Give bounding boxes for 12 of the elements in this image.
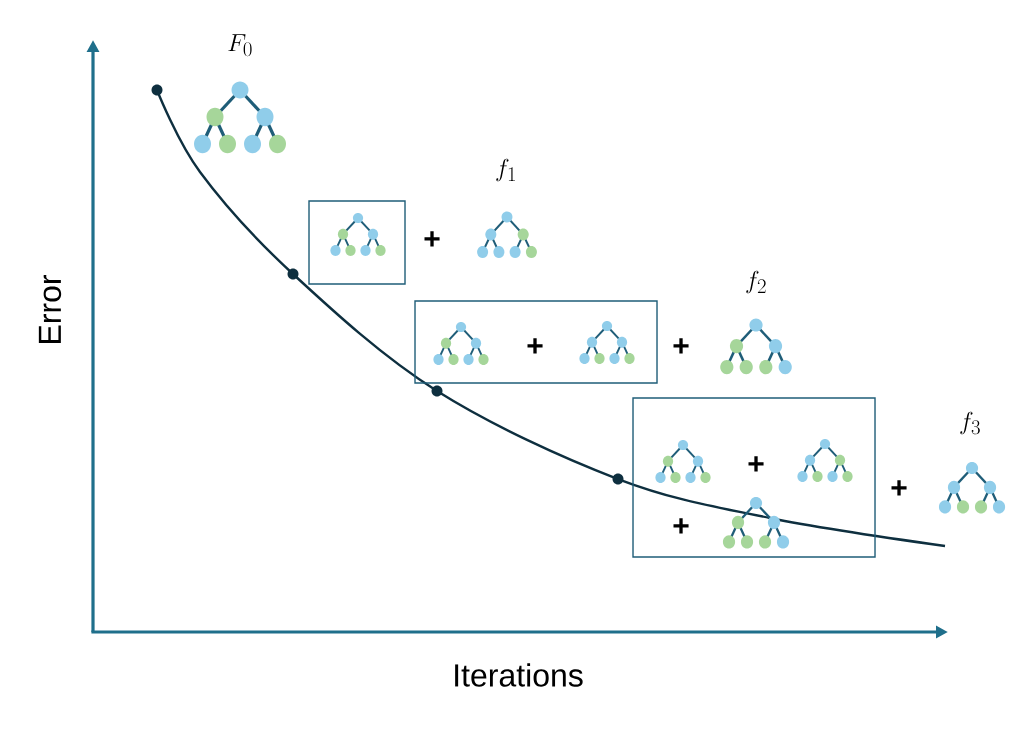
plus-sign: + — [424, 231, 440, 247]
model-label: $f_1$ — [496, 158, 515, 182]
axis-label: Error — [38, 275, 62, 343]
plus-sign: + — [673, 518, 689, 534]
plus-sign: + — [748, 456, 764, 472]
model-label: $f_2$ — [746, 270, 766, 294]
plus-sign: + — [527, 338, 543, 354]
axis-label: Iterations — [455, 663, 583, 687]
plus-sign: + — [673, 338, 689, 354]
model-label: $f_3$ — [960, 411, 980, 435]
plus-sign: + — [891, 480, 907, 496]
model-label: $F_0$ — [228, 34, 252, 57]
